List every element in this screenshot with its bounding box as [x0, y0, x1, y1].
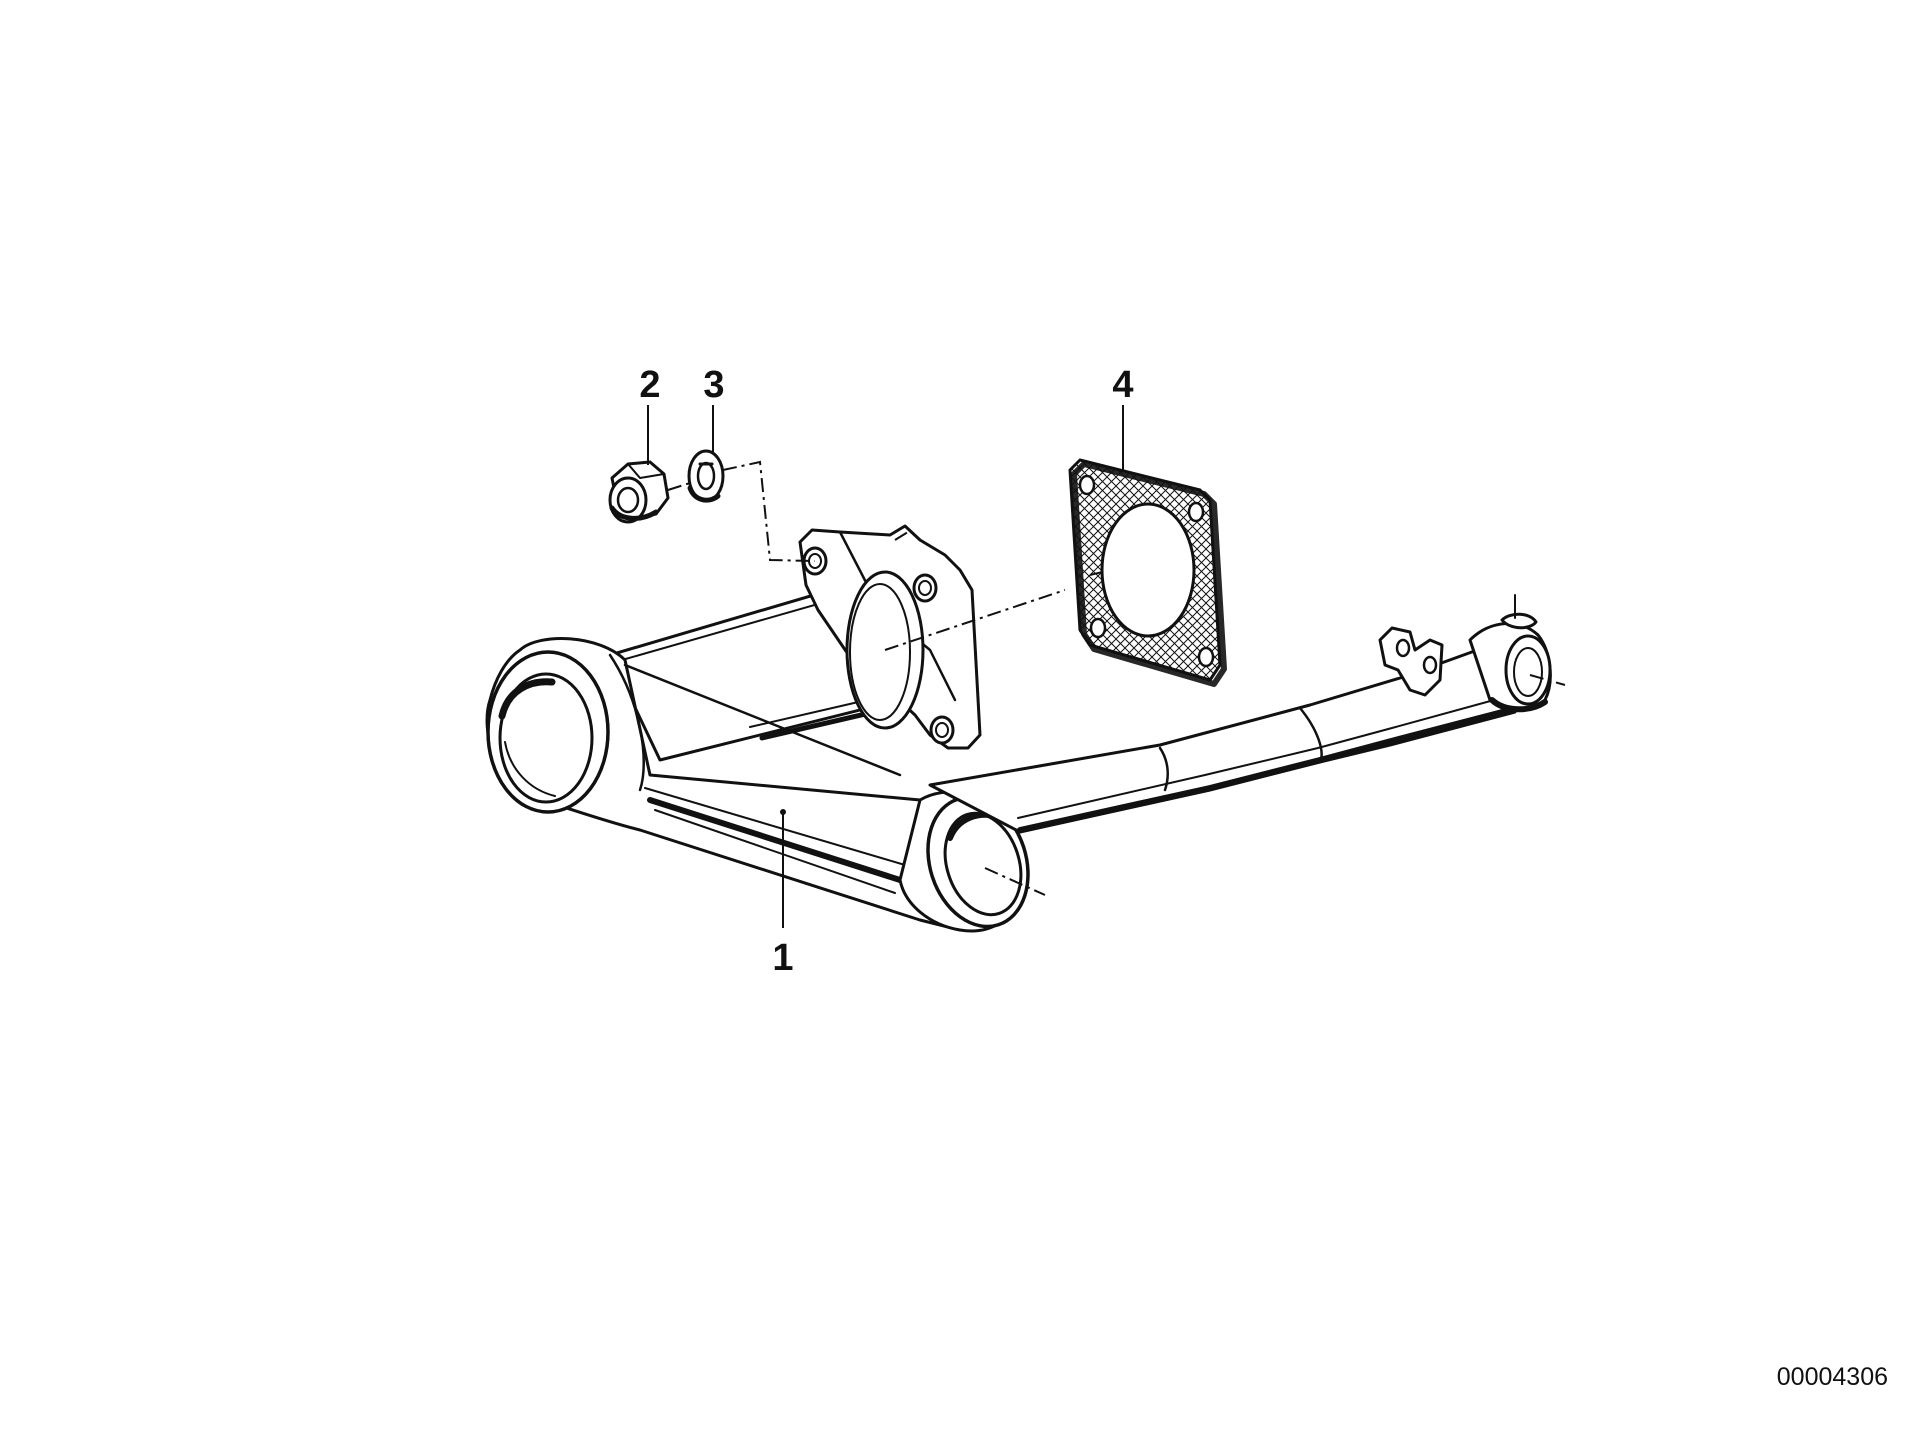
callout-1-dot [780, 809, 786, 815]
nut-part [608, 460, 670, 524]
callout-4: 4 [1112, 364, 1133, 406]
callout-leaders [647, 405, 1124, 928]
gasket-part [1068, 458, 1227, 687]
water-pipe-part [485, 524, 1566, 933]
pipe-left-opening [486, 650, 610, 814]
pipe-right-fitting [1468, 594, 1566, 713]
washer-part [687, 449, 725, 503]
callout-2: 2 [639, 364, 660, 406]
diagram-reference-number: 00004306 [1777, 1363, 1888, 1391]
pipe-mount-bracket [1378, 626, 1444, 697]
pipe-main-barrel [485, 637, 1012, 932]
callout-1: 1 [772, 937, 793, 979]
callout-3: 3 [703, 364, 724, 406]
